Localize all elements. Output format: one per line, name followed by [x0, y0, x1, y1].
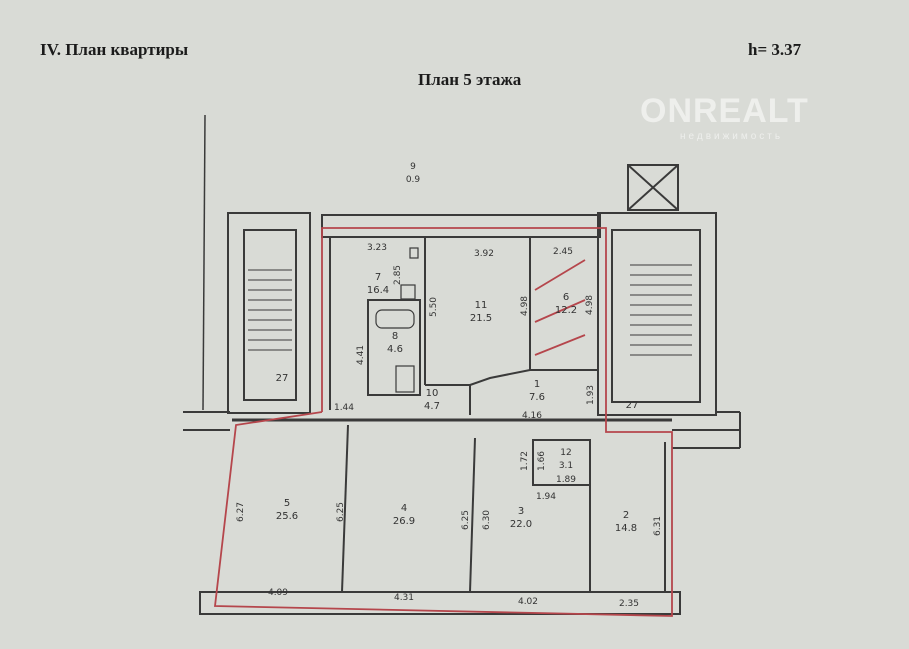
- dimension: 3.92: [474, 249, 494, 259]
- dimension: 2.45: [553, 247, 573, 257]
- room-6-number: 6: [563, 292, 569, 303]
- dimension: 1.72: [520, 451, 530, 471]
- dimension: 5.50: [429, 297, 439, 317]
- dimension: 1.93: [586, 385, 596, 405]
- room-1-area: 7.6: [529, 392, 545, 403]
- stair-right-number: 27: [626, 400, 639, 411]
- room-8-area: 4.6: [387, 344, 403, 355]
- room-2-area: 14.8: [615, 523, 637, 534]
- room-5-number: 5: [284, 498, 290, 509]
- dimension: 4.41: [356, 345, 366, 365]
- watermark-brand: ONREALT: [640, 92, 809, 130]
- room-11-number: 11: [475, 300, 488, 311]
- room-12-area: 3.1: [559, 461, 573, 471]
- dimension: 4.09: [268, 588, 288, 598]
- room-3-number: 3: [518, 506, 524, 517]
- room-12-number: 12: [560, 448, 571, 458]
- room-labels: 9 0.9 7 16.4 11 21.5 6 12.2 8 4.6 10 4.7…: [276, 162, 639, 534]
- room-8-number: 8: [392, 331, 398, 342]
- room-9-number: 9: [410, 162, 416, 172]
- dimension: 1.66: [537, 451, 547, 471]
- dimension: 6.25: [336, 502, 346, 522]
- dimension: 4.02: [518, 597, 538, 607]
- dimension: 1.94: [536, 492, 556, 502]
- dimension: 1.44: [334, 403, 354, 413]
- apartment-outline: [213, 227, 673, 617]
- watermark-subtitle: недвижимость: [680, 131, 784, 142]
- stair-left-number: 27: [276, 373, 289, 384]
- ceiling-height: h= 3.37: [748, 40, 802, 59]
- room-10-number: 10: [426, 388, 439, 399]
- dimension: 6.30: [482, 510, 492, 530]
- room-6-area: 12.2: [555, 305, 577, 316]
- room-7-area: 16.4: [367, 285, 389, 296]
- dimension: 6.25: [461, 510, 471, 530]
- floor-title: План 5 этажа: [418, 70, 522, 89]
- section-title: IV. План квартиры: [40, 40, 189, 59]
- dimension: 4.98: [520, 296, 530, 316]
- dimension: 4.16: [522, 411, 542, 421]
- stove-icon: [400, 284, 416, 300]
- room-2-number: 2: [623, 510, 629, 521]
- walls: [183, 114, 741, 615]
- room-11-area: 21.5: [470, 313, 492, 324]
- dimension: 3.23: [367, 243, 387, 253]
- toilet-icon: [395, 365, 415, 393]
- room-5-area: 25.6: [276, 511, 298, 522]
- bathtub-icon: [375, 309, 415, 329]
- room-10-area: 4.7: [424, 401, 440, 412]
- watermark-logo: ONREALT недвижимость: [640, 92, 809, 144]
- room-1-number: 1: [534, 379, 540, 390]
- dimension: 4.98: [585, 295, 595, 315]
- room-9-area: 0.9: [406, 175, 421, 185]
- room-7-number: 7: [375, 272, 381, 283]
- room-3-area: 22.0: [510, 519, 532, 530]
- room-4-number: 4: [401, 503, 407, 514]
- fixtures: [375, 247, 419, 393]
- room-4-area: 26.9: [393, 516, 415, 527]
- dimension: 2.35: [619, 599, 639, 609]
- staircase-steps: [248, 264, 692, 356]
- dimension: 4.31: [394, 593, 414, 603]
- dimension: 6.27: [236, 502, 246, 522]
- dimension: 1.89: [556, 475, 576, 485]
- dimension-labels: 3.23 3.92 2.45 1.44 4.16 1.89 1.94 4.09 …: [236, 243, 663, 609]
- dimension: 2.85: [393, 265, 403, 285]
- dimension: 6.31: [653, 516, 663, 536]
- sink-icon: [409, 247, 419, 259]
